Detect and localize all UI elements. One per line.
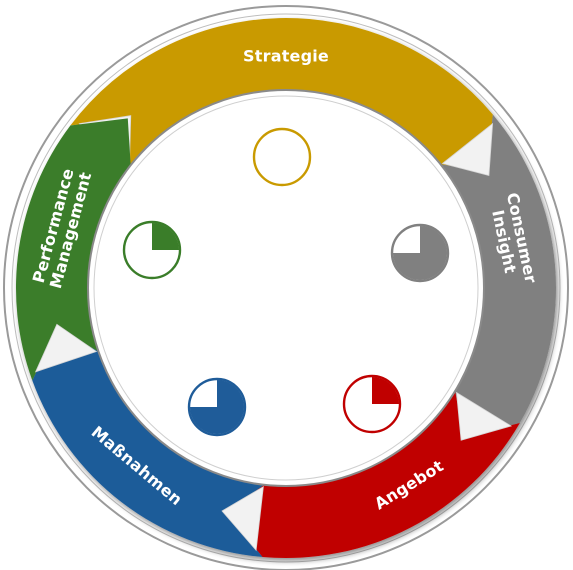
indicator-performance (122, 220, 182, 280)
segment-performance (15, 118, 132, 381)
arrowhead-performance (34, 323, 98, 373)
segment-massnahmen (32, 328, 270, 557)
outer-ring-inner-line (11, 13, 561, 563)
arrowhead-consumer (441, 122, 494, 177)
indicator-massnahmen (187, 377, 247, 437)
segment-strategie (70, 18, 493, 172)
arrowhead-massnahmen (221, 485, 264, 552)
progress-indicators (122, 127, 450, 437)
cycle-segments (15, 18, 557, 558)
label-strategie: Strategie (243, 47, 329, 66)
arrowhead-angebot (456, 391, 513, 441)
segment-labels: StrategieConsumerInsightAngebotMaßnahmen… (29, 47, 541, 514)
indicator-consumer (390, 223, 450, 283)
segment-consumer (434, 114, 557, 438)
indicator-angebot (342, 374, 402, 434)
segment-angebot (225, 385, 520, 558)
indicator-strategie (252, 127, 312, 187)
inner-disc-line (93, 95, 479, 481)
